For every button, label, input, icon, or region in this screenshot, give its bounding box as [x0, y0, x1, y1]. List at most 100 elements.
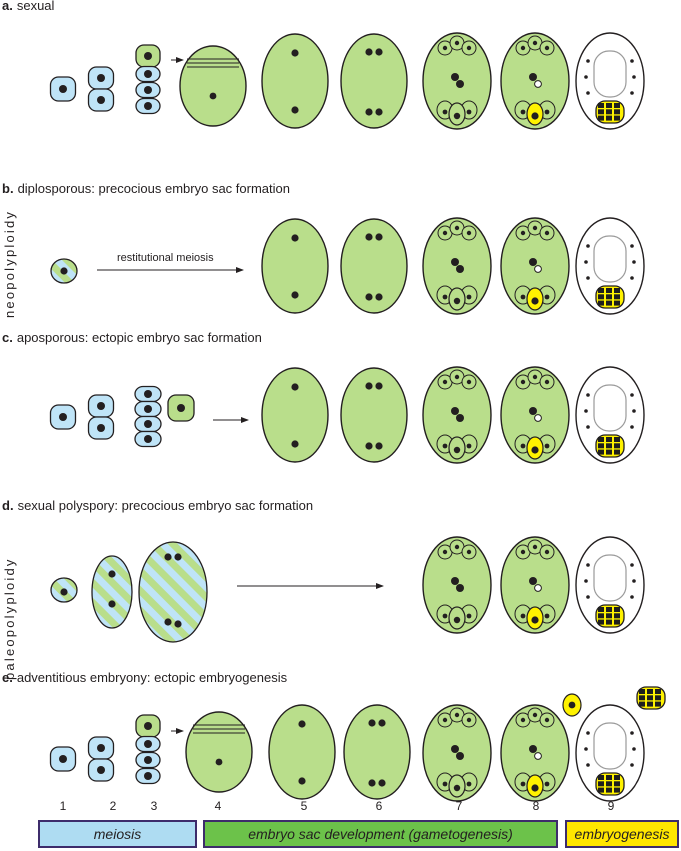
nucleus [442, 717, 448, 723]
section-c-text: aposporous: ectopic embryo sac formation [16, 330, 262, 345]
nucleus [174, 620, 182, 628]
legend-embryo-sac-development: embryo sac development (gametogenesis) [203, 820, 558, 848]
nucleus [365, 382, 373, 390]
embryo-cell [614, 443, 620, 449]
embryo-cell [598, 607, 604, 612]
section-c-letter: c. [2, 330, 13, 345]
nucleus [520, 781, 526, 787]
nucleus [108, 570, 116, 578]
endosperm-nucleus [630, 59, 634, 63]
endosperm-nucleus [586, 59, 590, 63]
embryo-cell [606, 449, 612, 455]
embryo-cell [647, 701, 653, 707]
nucleus [144, 102, 152, 110]
section-e-text: adventitious embryony: ectopic embryogen… [16, 670, 288, 685]
embryo-cell [647, 695, 653, 701]
embryo-cell [614, 115, 620, 121]
embryo-cell [655, 695, 661, 701]
nucleus [144, 405, 152, 413]
nucleus [164, 553, 172, 561]
nucleus [144, 435, 152, 443]
nucleus [544, 109, 550, 115]
embryo-cell [606, 787, 612, 793]
section-d-text: sexual polyspory: precocious embryo sac … [17, 498, 314, 513]
nucleus [531, 112, 539, 120]
stage-number: 8 [532, 799, 540, 813]
nucleus [442, 549, 448, 555]
embryo-cell [598, 443, 604, 449]
legend-embryogenesis: embryogenesis [565, 820, 679, 848]
nucleus [466, 294, 472, 300]
endosperm-nucleus [586, 91, 590, 95]
nucleus [466, 230, 472, 236]
endosperm-nucleus [630, 763, 634, 767]
nucleus [368, 719, 376, 727]
sperm-nucleus [534, 265, 542, 273]
polar-nucleus [451, 258, 459, 266]
nucleus [144, 740, 152, 748]
embryo-cell [614, 109, 620, 115]
embryo-cell [614, 449, 620, 455]
section-d-letter: d. [2, 498, 14, 513]
embryo-cell [606, 109, 612, 115]
nucleus [520, 109, 526, 115]
stage-number: 4 [214, 799, 222, 813]
embryo-cell [639, 695, 645, 701]
embryo-cell [655, 689, 661, 694]
embryo-cell [598, 787, 604, 793]
polar-nucleus [529, 73, 537, 81]
endosperm-nucleus [630, 731, 634, 735]
polar-nucleus [529, 407, 537, 415]
polar-nucleus [529, 258, 537, 266]
nucleus [568, 701, 576, 709]
legend-meiosis: meiosis [38, 820, 197, 848]
section-b-title: b.diplosporous: precocious embryo sac fo… [2, 181, 290, 196]
nucleus [442, 45, 448, 51]
nucleus [174, 553, 182, 561]
nucleus [97, 766, 105, 774]
nucleus [215, 758, 223, 766]
polar-nucleus [456, 80, 464, 88]
nucleus [532, 40, 538, 46]
section-b-text: diplosporous: precocious embryo sac form… [17, 181, 290, 196]
stage-number: 3 [150, 799, 158, 813]
nucleus [365, 233, 373, 241]
embryo-cell [606, 775, 612, 780]
nucleus [544, 781, 550, 787]
nucleus [544, 613, 550, 619]
restitutional-meiosis-label: restitutional meiosis [117, 252, 214, 264]
nucleus [531, 446, 539, 454]
nucleus [144, 772, 152, 780]
embryo-cell [606, 443, 612, 449]
endosperm-nucleus [586, 731, 590, 735]
embryo-cell [598, 300, 604, 306]
polar-nucleus [456, 584, 464, 592]
nucleus [453, 784, 461, 792]
nucleus [544, 717, 550, 723]
polar-nucleus [529, 577, 537, 585]
embryo-cell [598, 619, 604, 625]
polar-nucleus [456, 265, 464, 273]
nucleus [298, 720, 306, 728]
embryo-sac [340, 218, 408, 314]
nucleus [532, 225, 538, 231]
endosperm-nucleus [630, 563, 634, 567]
nucleus [442, 443, 448, 449]
embryo-cell [598, 781, 604, 787]
endosperm-nucleus [630, 595, 634, 599]
polar-nucleus [456, 414, 464, 422]
nucleus [60, 267, 68, 275]
polar-nucleus [456, 752, 464, 760]
endosperm-nucleus [586, 763, 590, 767]
embryo-cell [606, 115, 612, 121]
endosperm-nucleus [584, 579, 588, 583]
nucleus [454, 374, 460, 380]
nucleus [291, 49, 299, 57]
endosperm-nucleus [632, 260, 636, 264]
nucleus [520, 613, 526, 619]
embryo-cell [614, 288, 620, 293]
embryo-cell [598, 294, 604, 300]
embryo-sac [340, 367, 408, 463]
embryo-sac [261, 218, 329, 314]
nucleus [144, 86, 152, 94]
